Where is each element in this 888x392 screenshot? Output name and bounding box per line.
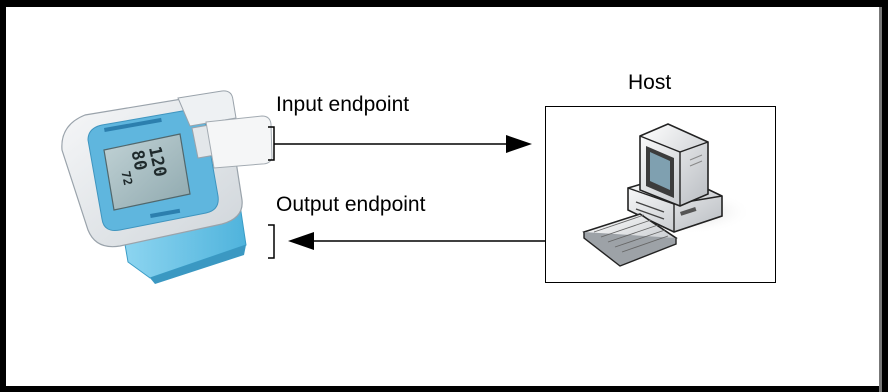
keyboard-icon [582,213,678,267]
arrow-left-icon [288,232,314,250]
input-endpoint-label: Input endpoint [276,93,410,116]
arrow-right-icon [506,135,532,153]
output-endpoint-connector [268,224,545,259]
blood-pressure-monitor-icon: 120 80 72 [61,90,273,284]
input-endpoint-connector [268,126,532,161]
output-endpoint-label: Output endpoint [276,193,426,216]
reading-diastolic: 80 [126,148,150,172]
computer-icon [627,123,752,234]
frame-edge [6,7,882,392]
host-label: Host [628,71,672,94]
reading-pulse: 72 [118,170,135,187]
